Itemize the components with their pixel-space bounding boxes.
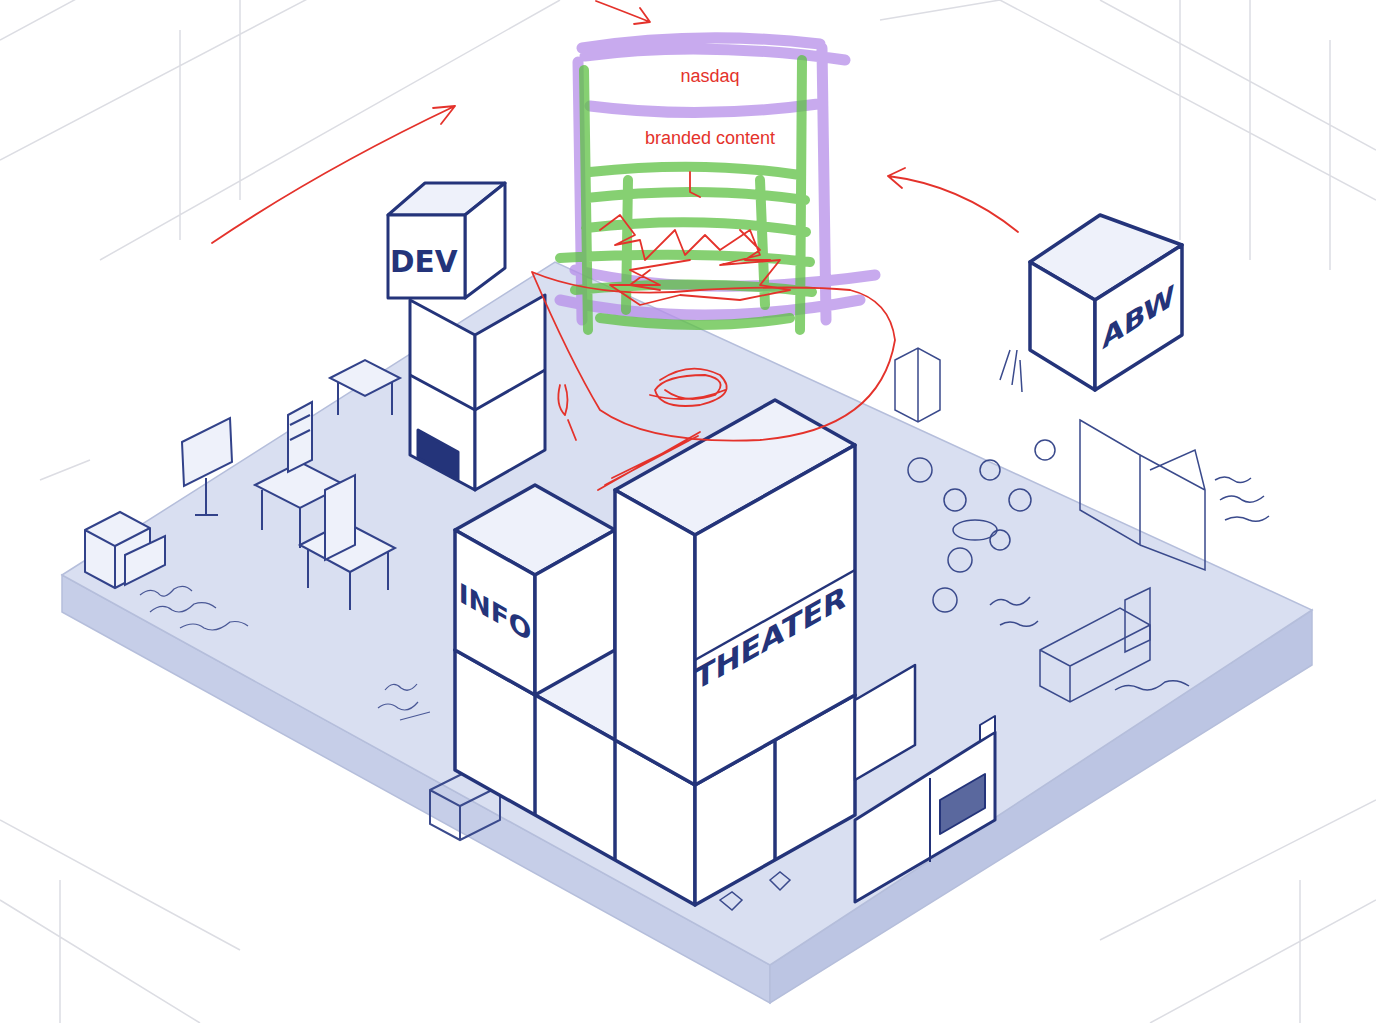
plant	[1000, 350, 1022, 392]
sign-stand	[182, 418, 232, 515]
cube-face	[455, 530, 535, 695]
arrow	[212, 106, 455, 243]
scribble	[600, 172, 790, 305]
scribble	[598, 432, 700, 490]
arrow	[888, 168, 1018, 232]
meeting-pod	[1080, 420, 1205, 570]
desk	[330, 360, 400, 415]
shelf	[288, 402, 312, 472]
cube-face	[1095, 245, 1182, 390]
zone-label: THEATER	[695, 577, 846, 697]
scribble	[558, 385, 576, 440]
tower-divider	[410, 370, 545, 410]
illegible-note	[990, 597, 1038, 626]
kiosk	[325, 475, 355, 560]
chair	[990, 530, 1010, 550]
diagram-node: nasdaq branded content	[580, 55, 840, 165]
dev-tower	[388, 183, 545, 490]
box-front	[388, 215, 465, 298]
storage-bar	[1040, 608, 1150, 702]
chair	[948, 548, 972, 572]
outline-curve	[532, 272, 895, 441]
handwriting-scribble	[140, 586, 430, 720]
arrow	[596, 1, 650, 24]
lounge-furniture	[895, 348, 1269, 702]
monitor	[418, 430, 458, 480]
abw-cube	[1030, 215, 1182, 390]
chair	[944, 489, 966, 511]
illegible-note	[1115, 681, 1189, 690]
tower-face	[410, 300, 475, 490]
cube-face	[695, 445, 855, 785]
illegible-note	[140, 586, 248, 630]
highlight-scribble	[560, 38, 875, 330]
chair	[933, 588, 957, 612]
cube-face	[535, 530, 615, 695]
wall-cap	[980, 716, 995, 741]
kiosk	[895, 348, 940, 422]
annotation-text: branded content	[580, 127, 840, 150]
purple-scribble	[560, 38, 875, 320]
illegible-note	[1215, 477, 1269, 521]
zone-label: ABW	[1102, 279, 1174, 357]
diagram-node: DEV	[390, 218, 464, 296]
scribble	[650, 369, 727, 406]
tower-face	[475, 295, 545, 490]
illegible-note	[378, 684, 430, 720]
cube-face	[1030, 262, 1095, 390]
zone-label: DEV	[390, 245, 457, 280]
annotation-text: nasdaq	[580, 65, 840, 88]
box-side	[465, 183, 505, 298]
display-shelf	[930, 774, 985, 862]
storage-bar	[1125, 588, 1150, 652]
chair	[980, 460, 1000, 480]
wall-panel	[855, 732, 995, 902]
table	[953, 520, 997, 540]
desk-group	[85, 360, 400, 610]
chair	[1035, 440, 1055, 460]
chair	[908, 458, 932, 482]
wall-panel	[855, 665, 915, 780]
cube-face	[615, 490, 695, 785]
counter	[125, 536, 165, 585]
chair	[1009, 489, 1031, 511]
cube-cluster	[455, 400, 995, 905]
red-annotation	[212, 1, 1018, 490]
zone-label: INFO	[459, 576, 532, 649]
